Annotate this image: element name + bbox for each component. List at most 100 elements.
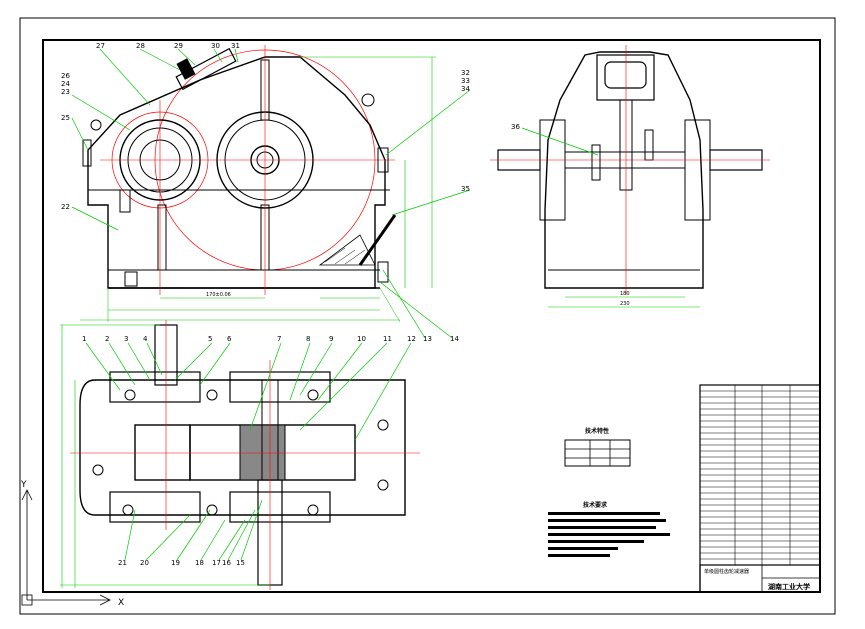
leader-28 [139,48,181,71]
leader-2 [108,342,136,386]
lifting-hole-left [90,119,102,131]
balloon-7: 7 [277,335,281,343]
leader-22 [71,206,119,231]
tech-requirements: 技术要求 [548,501,670,557]
side-housing [544,51,704,289]
balloon-29: 29 [174,42,183,50]
leader-19 [176,509,211,561]
ucs-x-label: X [118,598,124,608]
side-dim-230: 230 [620,301,630,307]
ucs-y-arrow [21,489,33,501]
balloon-18: 18 [195,559,204,567]
bolt-hole-1 [124,389,136,401]
req-line [548,526,656,529]
balloon-21: 21 [118,559,127,567]
side-view: 180 230 36 [490,45,770,308]
leader-4 [146,342,163,376]
bolt-hole-6 [122,504,134,516]
oil-section [318,234,376,266]
leader-15 [240,499,263,561]
balloon-25: 25 [61,114,70,122]
plan-boss-left-bottom [109,491,201,523]
leader-6 [199,342,231,386]
balloon-10: 10 [357,335,366,343]
tech-characteristics-table [564,439,631,467]
leader-27 [99,48,151,106]
leader-5 [174,342,213,381]
balloon-19: 19 [171,559,180,567]
ext-line [379,287,401,323]
balloon-34: 34 [461,85,470,93]
balloon-30: 30 [211,42,220,50]
balloon-2: 2 [105,335,109,343]
leader-29 [177,48,196,66]
balloon-24: 24 [61,80,70,88]
balloon-27: 27 [96,42,105,50]
balloon-11: 11 [383,335,392,343]
bolt-hole-4 [377,419,389,431]
balloon-28: 28 [136,42,145,50]
req-line [548,512,660,515]
leader-26 [71,94,131,131]
plan-boss-right-top [229,371,331,403]
drawing-name: 单级圆柱齿轮减速器 [704,568,749,575]
req-line [548,547,618,550]
balloon-32: 32 [461,69,470,77]
leader-14 [379,281,453,339]
lifting-hole [361,93,375,107]
tech-characteristics-title: 技术特性 [585,427,609,435]
side-bolt-2 [644,129,654,161]
leader-18 [200,519,226,561]
bolt-hole-5 [377,479,389,491]
housing-outline [87,56,386,289]
leader-30 [213,48,223,63]
req-line [548,519,666,522]
leader-11 [299,342,388,431]
leader-12 [354,342,412,441]
bolt-left [119,189,131,213]
front-leaders [71,48,471,339]
ucs-origin-box [21,594,33,606]
req-line [548,533,670,536]
balloon-20: 20 [140,559,149,567]
leader-7 [249,342,282,431]
req-line [548,540,644,543]
leader-9 [299,342,333,396]
plan-boss-right-bottom [229,491,331,523]
tech-characteristics: 技术特性 [564,427,631,467]
leader-3 [127,342,151,381]
inspection-cover [175,47,237,91]
leader-16 [227,509,256,561]
balloon-4: 4 [143,335,148,343]
leader-13 [382,269,426,339]
ucs-icon: X Y [20,480,124,608]
foot-bolt [124,271,138,287]
balloon-13: 13 [423,335,432,343]
leader-31 [234,48,239,63]
ucs-y-label: Y [20,480,27,490]
side-dim-180: 180 [620,291,630,297]
balloon-31: 31 [231,42,240,50]
balloon-22: 22 [61,203,70,211]
sheet-inner-border [42,39,821,593]
leader-34 [385,89,471,156]
leader-36 [521,127,599,156]
pinion-section [134,424,191,481]
leader-10 [317,342,363,401]
balloon-26: 26 [61,72,70,80]
plan-balloons: 1 2 3 4 5 6 7 8 9 10 11 12 13 14 21 20 1… [82,335,459,567]
leader-35 [391,189,471,216]
leader-20 [145,514,191,561]
pin-left [82,139,92,167]
sheet-outer-border [19,17,836,615]
vent-plug [176,58,196,80]
parts-list-rows [700,390,820,560]
leader-8 [289,342,311,401]
parts-list-frame [699,384,821,593]
hatch [324,247,346,263]
bolt-hole-3 [307,389,319,401]
leader-21 [124,509,136,561]
balloon-16: 16 [222,559,231,567]
leader-25 [71,117,89,151]
